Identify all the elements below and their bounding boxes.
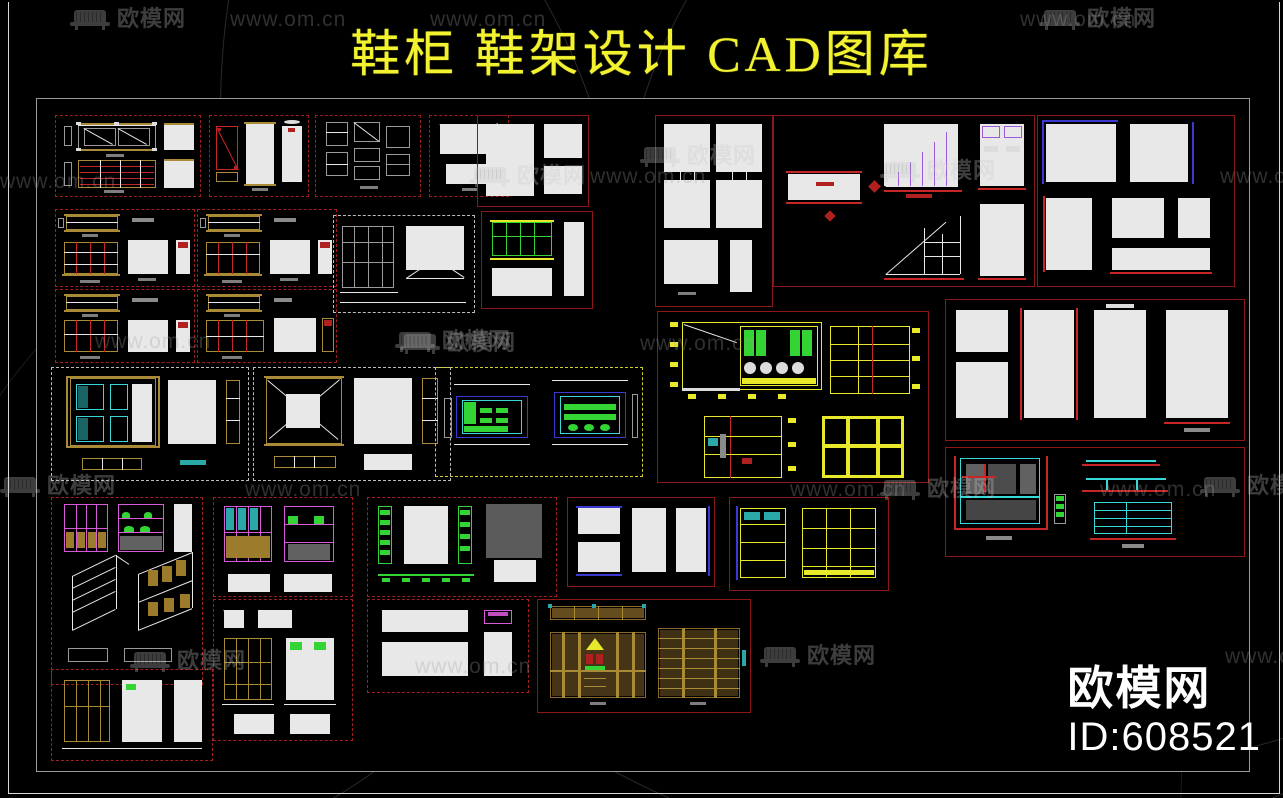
brand-id: ID:608521 [1067,715,1261,759]
drawing-block-shoe-cab-elevations-2 [209,115,309,197]
cad-drawing-sheet [36,98,1250,772]
drawing-block-shoe-cab-section-5 [477,115,589,207]
drawing-block-shoe-cabinet-plan-15 [51,367,249,481]
drawing-block-shoe-cab-blue-24 [567,497,715,587]
drawing-block-shoe-cab-set-29 [51,669,213,761]
drawing-block-shoe-rack-iso-21 [51,497,203,685]
drawing-block-shoe-cab-section-14 [481,211,593,309]
drawing-block-wardrobe-shoe-8 [1037,115,1235,287]
drawing-block-entry-cabinet-13 [333,215,475,313]
drawing-block-shoe-cab-wood-28 [537,599,751,713]
drawing-block-shoe-cab-magenta-22 [213,497,353,597]
drawing-block-shoe-cab-set-9 [55,209,195,287]
drawing-block-shoe-rack-grid-6 [655,115,773,307]
drawing-block-shoe-cabinet-plan-16 [253,367,451,481]
drawing-block-shoe-cab-set-11 [55,289,195,363]
drawing-block-shoe-cab-cyan-20 [945,447,1245,557]
brand-badge: 欧模网 ID:608521 [1067,662,1261,760]
drawing-block-shoe-display-17 [435,367,643,477]
brand-name: 欧模网 [1067,662,1212,714]
drawing-block-shoe-cab-set-26 [213,599,353,741]
drawing-block-shoe-cab-set-27 [367,599,529,693]
drawing-block-shoe-cab-detail-19 [945,299,1245,441]
drawing-block-shoe-cab-yellow-18 [657,311,929,483]
page-title: 鞋柜 鞋架设计 CAD图库 [350,26,933,82]
drawing-block-shoe-cab-green-23 [367,497,557,597]
drawing-block-understair-cabinet-7 [773,115,1035,287]
drawing-block-shoe-cab-set-12 [197,289,337,363]
outer-frame [8,2,1280,794]
drawing-block-shoe-cab-elevations-1 [55,115,201,197]
drawing-block-shoe-cab-detail-3 [315,115,421,197]
drawing-block-shoe-cab-yellow-25 [729,497,889,591]
drawing-block-shoe-cab-set-10 [197,209,337,287]
